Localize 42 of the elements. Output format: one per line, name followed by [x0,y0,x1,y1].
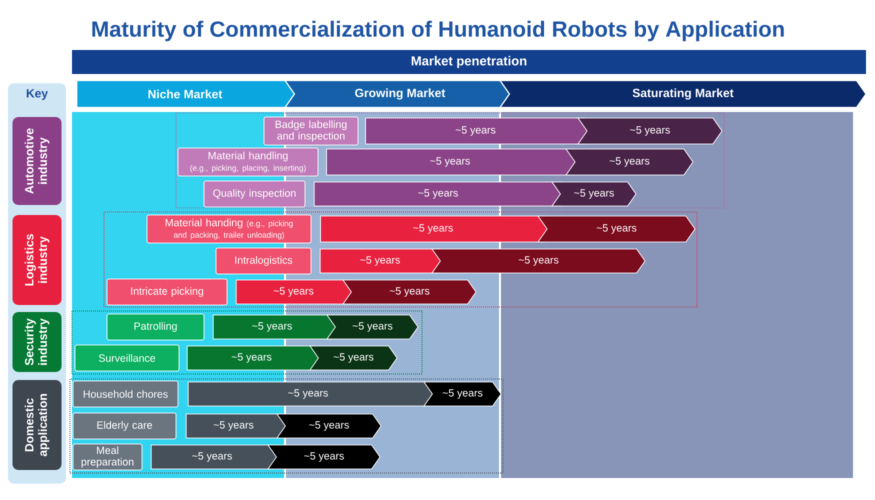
duration-bar: ~5 years [365,118,596,144]
duration-bar: ~5 years [326,314,418,340]
category-box: Automotive industry [12,117,62,205]
application-box: Material handling (e.g., picking, placing, inserting) [178,148,318,176]
duration-bar: ~5 years [236,280,360,304]
title: Maturity of Commercialization of Humanoid Robots by Application [92,20,784,42]
duration-bar: ~5 years [314,182,571,206]
duration-bar: ~5 years [537,216,696,242]
application-box: Material handing (e.g., picking and packing, trailer unloading) [146,214,312,244]
application-box: Quality inspection [204,180,306,208]
duration-bar: ~5 years [150,444,282,470]
penetration-banner: Market penetration [72,50,866,74]
duration-bar: ~5 years [326,148,584,176]
application-box: Badge labelling and inspection [264,116,358,146]
duration-bar: ~5 years [565,148,694,176]
duration-bar: ~5 years [186,346,325,370]
phase-banner: Growing Market [284,80,516,108]
category-box: Logistics industry [12,215,62,305]
duration-bar: ~5 years [186,414,290,438]
duration-bar: ~5 years [551,182,636,206]
category-box: Security industry [12,312,62,372]
duration-bar: ~5 years [320,216,556,242]
duration-bar: ~5 years [423,382,502,406]
duration-bar: ~5 years [342,280,476,304]
application-box: Elderly care [72,412,176,440]
duration-bar: ~5 years [276,414,382,438]
application-box: Patrolling [106,314,204,340]
duration-bar: ~5 years [188,382,437,406]
duration-bar: ~5 years [309,346,398,370]
application-box: Intricate picking [106,278,228,306]
duration-bar: ~5 years [577,118,722,144]
application-box: Intralogistics [216,248,312,274]
application-box: Household chores [72,380,178,408]
duration-bar: ~5 years [212,314,340,340]
application-box: Meal preparation [72,444,142,470]
duration-bar: ~5 years [431,248,646,274]
category-box: Domestic application [12,380,62,470]
application-box: Surveillance [74,344,180,372]
duration-bar: ~5 years [267,444,380,470]
phase-banner: Niche Market [76,80,304,108]
phase-banner: Saturating Market [498,80,867,108]
duration-bar: ~5 years [320,248,449,274]
